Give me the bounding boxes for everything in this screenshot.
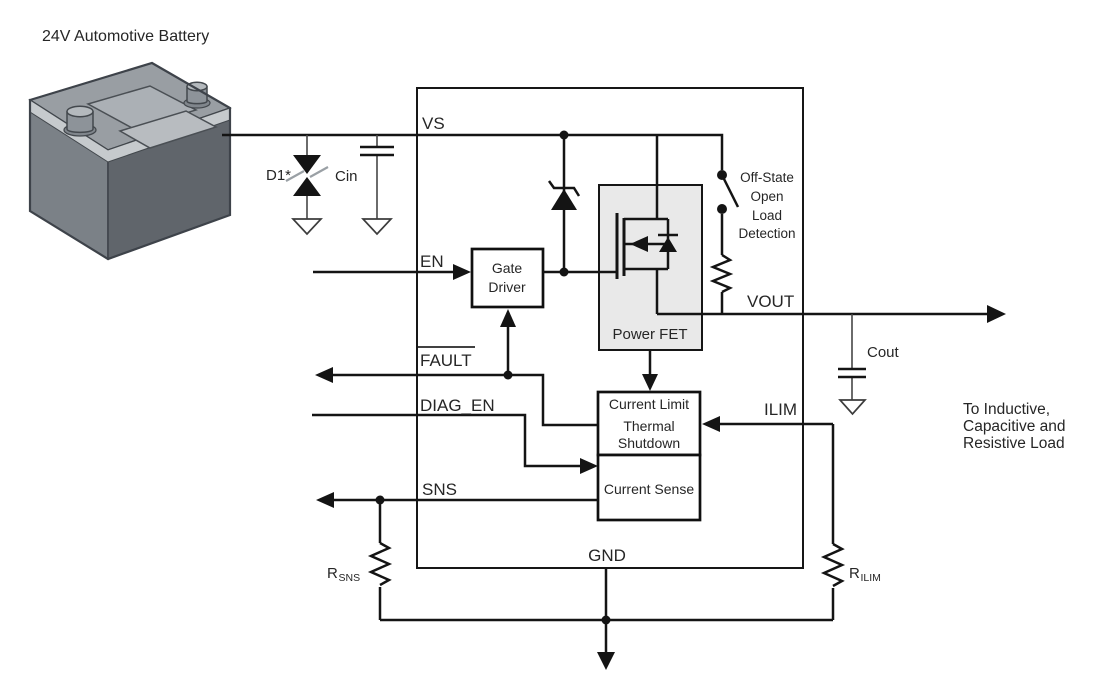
fault-wire — [331, 373, 597, 427]
cout-ground-icon — [838, 399, 867, 416]
cin-capacitor — [360, 135, 394, 236]
open-load-switch — [717, 170, 740, 214]
fault-pin-label: FAULT — [420, 351, 472, 370]
load-note-1: To Inductive, — [963, 401, 1050, 418]
battery-terminal-left-post — [66, 111, 94, 134]
sns-arrowhead — [316, 492, 334, 508]
battery-terminal-left-top — [66, 105, 94, 118]
cout-label: Cout — [867, 344, 900, 361]
open-load-note-2: Open — [750, 189, 783, 204]
rsns-label: R — [327, 565, 338, 582]
sns-pin-label: SNS — [422, 480, 457, 499]
vs-supply-wire — [222, 133, 724, 170]
open-load-resistor — [709, 253, 734, 294]
vs-junction-dot — [559, 130, 569, 140]
cin-label: Cin — [335, 168, 358, 185]
vout-arrowhead — [987, 305, 1006, 323]
en-pin-label: EN — [420, 252, 444, 271]
mosfet-body-diode — [658, 233, 678, 252]
rsns-label-sub: SNS — [339, 572, 361, 584]
switch-blade — [722, 178, 740, 208]
open-load-note-4: Detection — [738, 226, 795, 241]
cin-ground-icon — [361, 218, 393, 236]
power-fet-label: Power FET — [612, 326, 687, 343]
battery-illustration — [28, 61, 232, 261]
ilim-pin-label: ILIM — [764, 400, 797, 419]
current-sense-block — [596, 453, 702, 522]
diag-en-pin-label: DIAG_EN — [420, 396, 495, 415]
diag-en-arrowhead — [580, 458, 598, 474]
thermal-label: Thermal — [623, 418, 674, 434]
rsns-resistor — [367, 541, 393, 587]
gate-driver-label-1: Gate — [492, 260, 523, 276]
gate-junction-dot — [559, 267, 569, 277]
open-load-note-1: Off-State — [740, 170, 794, 185]
gate-driver-block — [470, 247, 545, 309]
battery-outline — [28, 61, 232, 261]
rilim-label-sub: ILIM — [861, 572, 881, 584]
current-limit-label: Current Limit — [609, 396, 689, 412]
fault-arrowhead — [315, 367, 333, 383]
fet-sense-arrowhead — [642, 374, 658, 391]
en-arrowhead — [453, 264, 471, 280]
gate-driver-label-2: Driver — [488, 279, 526, 295]
mosfet-symbol — [615, 213, 678, 279]
d1-tvs-diode — [285, 135, 329, 236]
d1-ground-icon — [291, 218, 323, 236]
shutdown-label: Shutdown — [618, 435, 680, 451]
gate-driver-feedback-arrowhead — [500, 309, 516, 327]
load-note-3: Resistive Load — [963, 435, 1065, 452]
d1-label: D1* — [266, 167, 291, 184]
ilim-arrowhead — [702, 416, 720, 432]
mosfet-body-arrow — [630, 236, 648, 252]
vs-pin-label: VS — [422, 114, 445, 133]
vout-pin-label: VOUT — [747, 292, 794, 311]
battery-caption: 24V Automotive Battery — [42, 28, 209, 45]
ground-arrowhead — [597, 652, 615, 670]
load-note-2: Capacitive and — [963, 418, 1066, 435]
rilim-label: R — [849, 565, 860, 582]
diag-en-wire — [312, 413, 581, 468]
gate-clamp-zener-diode — [547, 180, 581, 210]
current-sense-label: Current Sense — [604, 481, 694, 497]
rilim-resistor — [820, 542, 846, 588]
battery-top-slab-2 — [118, 110, 218, 149]
current-limit-block — [596, 390, 702, 457]
gnd-pin-label: GND — [588, 546, 626, 565]
cout-capacitor — [838, 314, 867, 416]
battery-terminal-right-top — [186, 81, 208, 92]
open-load-note-3: Load — [752, 208, 782, 223]
